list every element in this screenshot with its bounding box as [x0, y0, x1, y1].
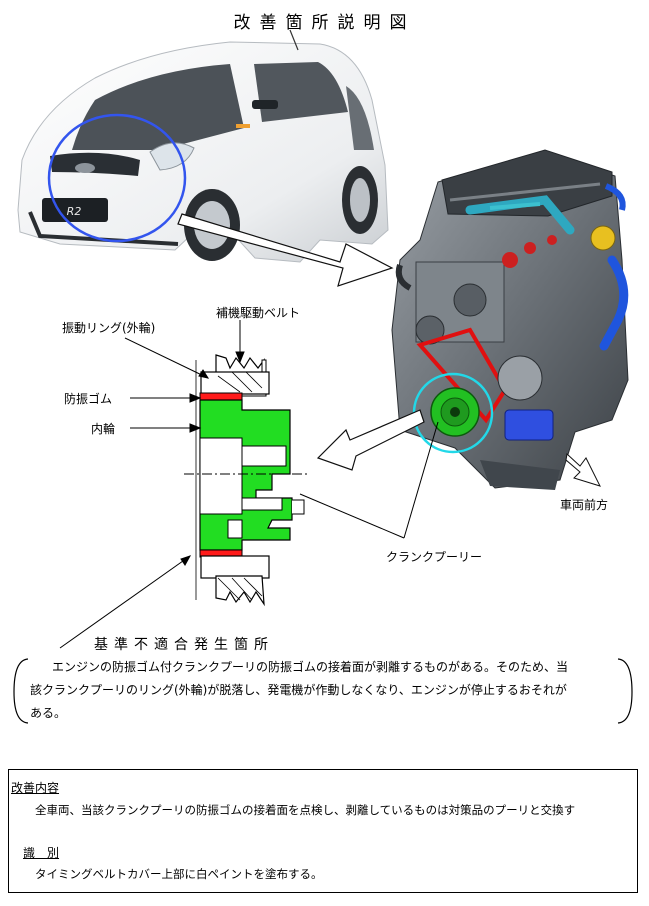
- defect-bracket-left: [13, 658, 29, 724]
- front-highlight-circle: [47, 113, 187, 243]
- pulley-cross-section: [184, 354, 310, 607]
- remedy-box: 改善内容 全車両、当該クランクプーリの防振ゴムの接着面を点検し、剥離しているもの…: [8, 769, 638, 893]
- engine-illustration: [391, 149, 629, 490]
- label-front: 車両前方: [560, 498, 609, 512]
- defect-line-3: ある。: [30, 706, 67, 720]
- label-ring-outer: 振動リング(外輪): [62, 321, 156, 335]
- leader-lines: [59, 320, 439, 649]
- car-illustration: R2: [17, 29, 389, 263]
- label-rubber: 防振ゴム: [64, 392, 113, 406]
- identification-text: タイミングベルトカバー上部に白ペイントを塗布する。: [35, 867, 323, 881]
- front-direction-arrow: [565, 453, 601, 487]
- label-inner: 内輪: [91, 422, 116, 436]
- page-title: 改善箇所説明図: [233, 13, 416, 33]
- remedy-text: 全車両、当該クランクプーリの防振ゴムの接着面を点検し、剥離しているものは対策品の…: [35, 803, 576, 817]
- car-badge: R2: [67, 205, 82, 218]
- remedy-heading: 改善内容: [11, 781, 60, 795]
- defect-title: 基準不適合発生箇所: [94, 637, 274, 653]
- defect-description: エンジンの防振ゴム付クランクプーリの防振ゴムの接着面が剥離するものがある。そのた…: [30, 656, 620, 725]
- defect-bracket-right: [617, 658, 633, 724]
- pulley-to-section-arrow: [316, 409, 425, 471]
- identification-heading: 識 別: [23, 846, 60, 860]
- label-pulley: クランクプーリー: [386, 550, 483, 564]
- defect-line-2: 該クランクプーリのリング(外輪)が脱落し、発電機が作動しなくなり、エンジンが停止…: [30, 683, 567, 697]
- label-belt: 補機駆動ベルト: [216, 306, 301, 320]
- defect-line-1: エンジンの防振ゴム付クランクプーリの防振ゴムの接着面が剥離するものがある。そのた…: [52, 660, 569, 674]
- car-to-engine-arrow: [177, 213, 394, 287]
